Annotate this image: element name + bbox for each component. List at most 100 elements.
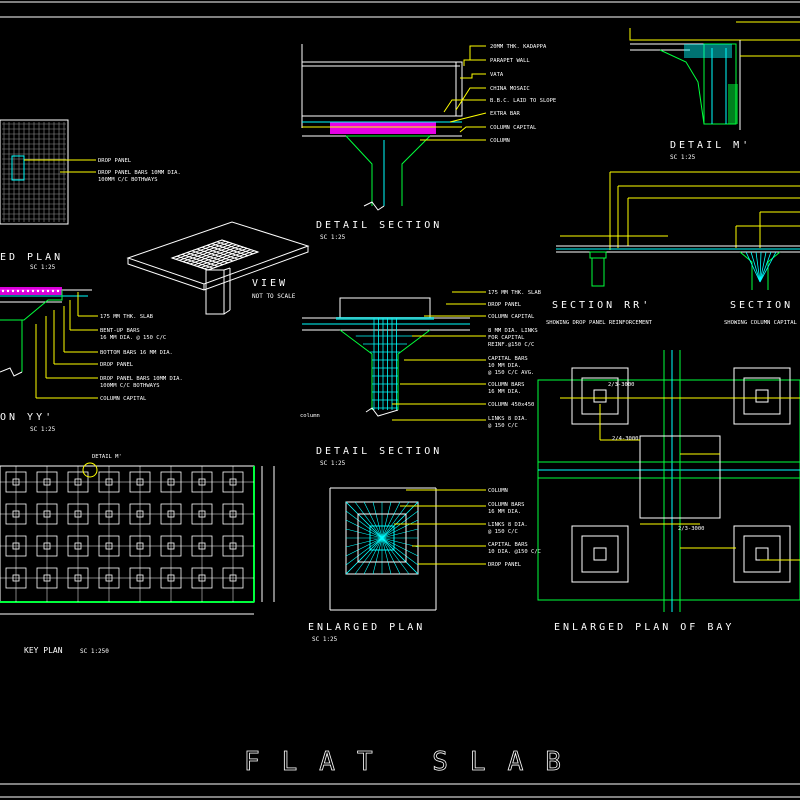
key-plan-scale: SC 1:250 [80, 648, 109, 655]
fan-bar [345, 537, 383, 575]
fan-bar [354, 537, 383, 575]
enl-note-3: 16 MM DIA. [488, 509, 521, 515]
enl-note-5: @ 150 C/C [488, 529, 518, 535]
bar-dot [36, 289, 40, 293]
iso-bar [216, 241, 254, 255]
yy-note-7: 100MM C/C BOTHWAYS [100, 383, 160, 389]
detail-m: DETAIL M' SC 1:25 [629, 21, 800, 161]
fan-bar [381, 537, 401, 575]
column-square [229, 574, 237, 582]
drop-panel-square [67, 503, 89, 525]
column-square [198, 542, 206, 550]
column-square [12, 542, 20, 550]
drop-panel-square [129, 535, 151, 557]
drop-plan-caption: ED PLAN [0, 252, 63, 263]
key-plan-grid [0, 466, 254, 602]
yy-note-5: DROP PANEL [100, 362, 134, 368]
capital-bar [759, 251, 777, 283]
enl-note-4: LINKS 8 DIA. [488, 522, 528, 528]
column-square [136, 478, 144, 486]
column-square [198, 574, 206, 582]
column-square [167, 574, 175, 582]
column-square [229, 510, 237, 518]
fan-bar [381, 501, 419, 539]
iso-bar [197, 247, 248, 267]
enl-scale: SC 1:25 [312, 636, 338, 643]
fan-bar [345, 528, 383, 539]
fan-bar [363, 537, 383, 575]
ds-mid-note-7: CAPITAL BARS [488, 356, 528, 362]
enl-note-8: DROP PANEL [488, 562, 522, 568]
column-square [12, 478, 20, 486]
column-square [198, 510, 206, 518]
isometric-view: VIEW NOT TO SCALE [126, 221, 310, 315]
bar-dot [16, 289, 20, 293]
drop-panel-square [160, 535, 182, 557]
drop-panel-square [5, 503, 27, 525]
bay-caption: ENLARGED PLAN OF BAY [554, 622, 734, 633]
drop-panel-square [191, 503, 213, 525]
iso-bar [206, 244, 244, 258]
iso-bar [201, 246, 239, 260]
column-square [74, 574, 82, 582]
ds-mid-note-10: COLUMN BARS [488, 382, 524, 388]
yy-note-1: 175 MM THK. SLAB [100, 314, 154, 320]
column-square [105, 478, 113, 486]
enlarged-plan-of-bay: 2/3-3000 2/4-3000 2/3-3000 ENLARGED PLAN… [537, 350, 800, 633]
key-plan-caption: KEY PLAN [24, 646, 63, 655]
fan-bar [345, 537, 383, 548]
fan-bar [381, 501, 392, 539]
column-capital-bars [745, 251, 777, 283]
drop-panel-square [98, 503, 120, 525]
column-square [105, 542, 113, 550]
yy-bar-dots [1, 289, 60, 293]
colsec-caption: SECTION [730, 300, 793, 311]
iso-bar [204, 250, 255, 270]
ds-top-note-6: EXTRA BAR [490, 111, 520, 117]
bar-dot [31, 289, 35, 293]
drop-panel-square [36, 471, 58, 493]
enl-note-2: COLUMN BARS [488, 502, 524, 508]
bar-dot [6, 289, 10, 293]
fan-bar [363, 501, 383, 539]
capital-reinforcement [336, 317, 434, 410]
bar-dot [26, 289, 30, 293]
ds-mid-note-8: 10 MM DIA. [488, 363, 521, 369]
column-square [43, 510, 51, 518]
drop-panel-square [5, 535, 27, 557]
drop-panel-square [222, 471, 244, 493]
drop-panel-square [5, 471, 27, 493]
drop-plan-scale: SC 1:25 [30, 264, 56, 271]
column-square [74, 478, 82, 486]
drop-panel-square [160, 567, 182, 589]
detail-section-top: 20MM THK. KADAPPA PARAPET WALL VATA CHIN… [301, 44, 556, 241]
ds-mid-note-2: DROP PANEL [488, 302, 522, 308]
column-square [74, 542, 82, 550]
ds-mid-note-14: @ 150 C/C [488, 423, 518, 429]
yy-note-2: BENT-UP BARS [100, 328, 140, 334]
drop-panel-square [222, 503, 244, 525]
yy-note-3: 16 MM DIA. @ 150 C/C [100, 335, 166, 341]
fan-bar [372, 501, 383, 539]
drop-panel-square [191, 471, 213, 493]
fan-bar [345, 510, 383, 539]
ds-top-caption: DETAIL SECTION [316, 220, 442, 231]
ds-mid-note-5: FOR CAPITAL [488, 335, 525, 341]
ds-mid-note-9: @ 150 C/C AVG. [488, 370, 534, 376]
iso-bar [200, 249, 251, 269]
fan-bar [381, 501, 401, 539]
drop-panel-plan: DROP PANEL DROP PANEL BARS 10MM DIA. 100… [0, 119, 181, 271]
bar-dot [41, 289, 45, 293]
drop-panel-square [98, 535, 120, 557]
drop-panel-square [222, 535, 244, 557]
capital-bar [759, 251, 767, 283]
column-square [136, 542, 144, 550]
fan-bar [354, 501, 383, 539]
iso-bar [207, 251, 259, 271]
ds-mid-note-6: REINF.@150 C/C [488, 342, 534, 348]
drop-panel-square [67, 535, 89, 557]
ds-mid-scale: SC 1:25 [320, 460, 346, 467]
ds-top-note-1: 20MM THK. KADAPPA [490, 44, 547, 50]
